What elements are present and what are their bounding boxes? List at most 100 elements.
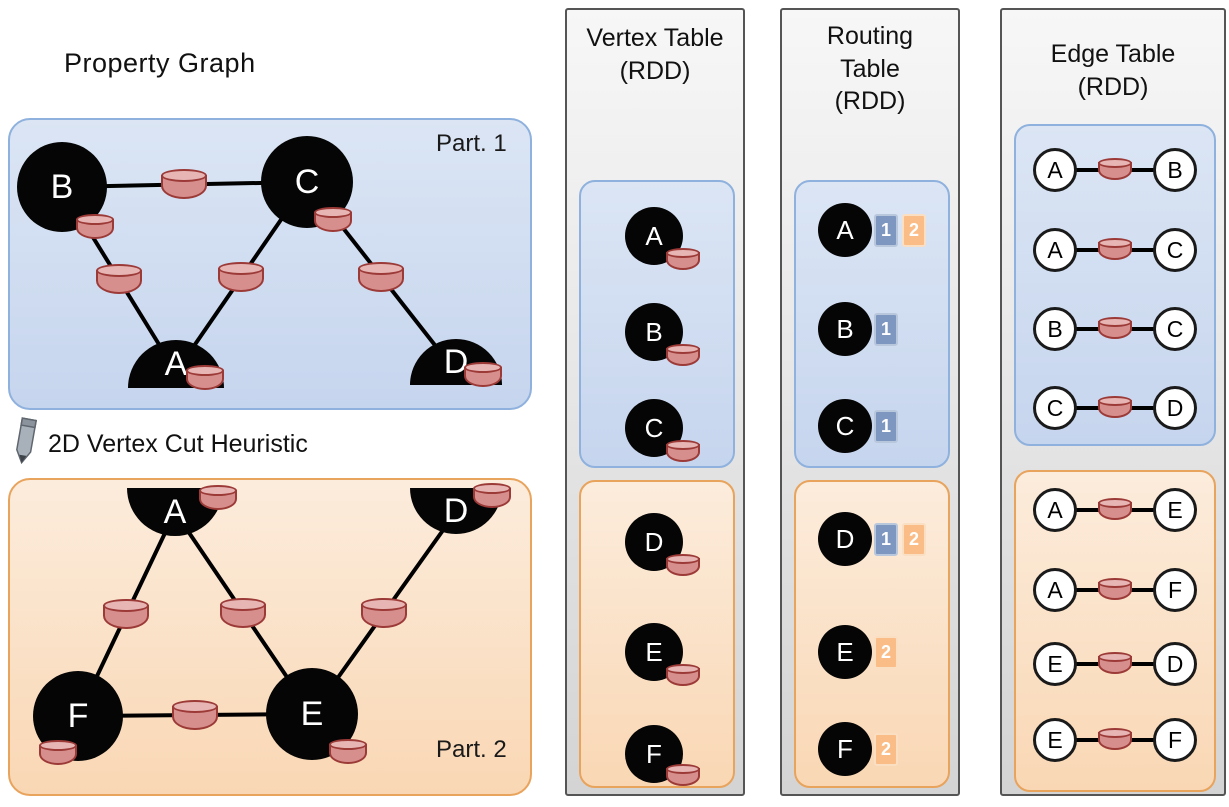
database-icon bbox=[172, 700, 218, 730]
vertex-label: A bbox=[645, 220, 663, 251]
routing-partition-badge: 1 bbox=[874, 313, 898, 346]
vertex-table-entry-B: B bbox=[625, 303, 683, 361]
vertex-label: E bbox=[1167, 496, 1183, 523]
edge-src-vertex: B bbox=[1033, 307, 1077, 351]
database-icon bbox=[1098, 158, 1132, 180]
vertex-label: F bbox=[1167, 576, 1183, 603]
database-icon bbox=[666, 440, 700, 462]
vertex-label: C bbox=[644, 412, 664, 443]
edge-src-vertex: E bbox=[1033, 642, 1077, 686]
routing-partition-badge: 2 bbox=[874, 733, 898, 766]
vertex-table-panel: Vertex Table (RDD) A B C D E F bbox=[565, 8, 745, 796]
vertex-label: F bbox=[67, 696, 89, 735]
vertex-label: C bbox=[1166, 315, 1184, 342]
database-icon bbox=[1098, 728, 1132, 750]
vertex-label: E bbox=[645, 636, 663, 667]
partition-number: 1 bbox=[880, 220, 891, 240]
vertex-label: B bbox=[1167, 156, 1183, 183]
partition-number: 2 bbox=[880, 642, 891, 662]
routing-table-title-line3: (RDD) bbox=[834, 87, 906, 115]
vertex-label: F bbox=[1167, 726, 1183, 753]
database-icon bbox=[464, 362, 502, 387]
routing-row-vertex-E: E bbox=[818, 625, 872, 679]
edge-src-vertex: E bbox=[1033, 718, 1077, 762]
vertex-table-title-line1: Vertex Table bbox=[586, 24, 724, 52]
routing-partition-badge: 1 bbox=[874, 523, 898, 556]
partition-number: 2 bbox=[880, 739, 891, 759]
edge-table-row: E F bbox=[1033, 718, 1197, 762]
vertex-F: F bbox=[33, 671, 123, 761]
routing-row-vertex-F: F bbox=[818, 722, 872, 776]
vertex-table-title-line2: (RDD) bbox=[619, 56, 691, 85]
database-icon bbox=[1098, 498, 1132, 520]
routing-table-title-line2: Table bbox=[840, 54, 900, 83]
database-icon bbox=[666, 344, 700, 366]
database-icon bbox=[1098, 317, 1132, 339]
routing-row-vertex-D: D bbox=[818, 512, 872, 566]
vertex-label: A bbox=[1047, 576, 1063, 603]
vertex-label: E bbox=[1047, 726, 1063, 753]
edge-dst-vertex: F bbox=[1153, 718, 1197, 762]
database-icon bbox=[361, 598, 407, 628]
partition-number: 1 bbox=[880, 416, 891, 436]
database-icon bbox=[1098, 396, 1132, 418]
vertex-label: C bbox=[294, 162, 320, 201]
vertex-label: B bbox=[50, 167, 74, 206]
edge-dst-vertex: D bbox=[1153, 386, 1197, 430]
database-icon bbox=[76, 214, 114, 239]
routing-table-panel: Routing Table (RDD) A 1 2 B 1 C 1 D bbox=[780, 8, 960, 796]
edge-table-row: C D bbox=[1033, 386, 1197, 430]
vertex-label: D bbox=[1166, 394, 1184, 421]
routing-table-title-line1: Routing bbox=[826, 22, 914, 50]
edge-table-title-line2: (RDD) bbox=[1077, 72, 1149, 101]
edge-src-vertex: C bbox=[1033, 386, 1077, 430]
routing-partition-badge: 2 bbox=[902, 523, 926, 556]
vertex-label: B bbox=[836, 313, 854, 344]
database-icon bbox=[666, 664, 700, 686]
vertex-label: C bbox=[1166, 236, 1184, 263]
routing-row-vertex-C: C bbox=[818, 399, 872, 453]
vertex-label: A bbox=[1047, 496, 1063, 523]
vertex-label: A bbox=[836, 214, 854, 245]
database-icon bbox=[186, 365, 224, 390]
database-icon bbox=[96, 264, 142, 294]
database-icon bbox=[314, 207, 352, 232]
vertex-label: D bbox=[443, 491, 469, 530]
database-icon bbox=[358, 262, 404, 292]
database-icon bbox=[220, 598, 266, 628]
database-icon bbox=[329, 739, 367, 764]
edge-src-vertex: A bbox=[1033, 488, 1077, 532]
partition-1-label: Part. 1 bbox=[436, 130, 507, 157]
routing-table-partition2-group bbox=[794, 480, 950, 788]
edge-table-row: B C bbox=[1033, 307, 1197, 351]
vertex-label: F bbox=[646, 738, 662, 769]
vertex-label: E bbox=[300, 694, 324, 733]
database-icon bbox=[1098, 238, 1132, 260]
edge-src-vertex: A bbox=[1033, 568, 1077, 612]
routing-row-vertex-B: B bbox=[818, 302, 872, 356]
vertex-label: A bbox=[163, 492, 187, 531]
routing-partition-badge: 1 bbox=[874, 410, 898, 443]
edge-dst-vertex: C bbox=[1153, 307, 1197, 351]
routing-row-vertex-A: A bbox=[818, 203, 872, 257]
database-icon bbox=[199, 485, 237, 510]
database-icon bbox=[1098, 652, 1132, 674]
routing-partition-badge: 2 bbox=[874, 636, 898, 669]
routing-table-title: Routing Table (RDD) bbox=[782, 20, 958, 118]
partition-number: 2 bbox=[908, 220, 919, 240]
database-icon bbox=[666, 248, 700, 270]
routing-partition-badge: 1 bbox=[874, 214, 898, 247]
edge-dst-vertex: D bbox=[1153, 642, 1197, 686]
routing-partition-badge: 2 bbox=[902, 214, 926, 247]
edge-table-row: A B bbox=[1033, 148, 1197, 192]
vertex-label: A bbox=[164, 344, 188, 383]
partition-number: 2 bbox=[908, 529, 919, 549]
vertex-cut-heuristic-label: 2D Vertex Cut Heuristic bbox=[48, 430, 308, 458]
property-graph-title: Property Graph bbox=[64, 48, 256, 78]
edge-dst-vertex: E bbox=[1153, 488, 1197, 532]
database-icon bbox=[39, 740, 77, 765]
edge-dst-vertex: C bbox=[1153, 228, 1197, 272]
database-icon bbox=[1098, 578, 1132, 600]
edge-table-row: E D bbox=[1033, 642, 1197, 686]
